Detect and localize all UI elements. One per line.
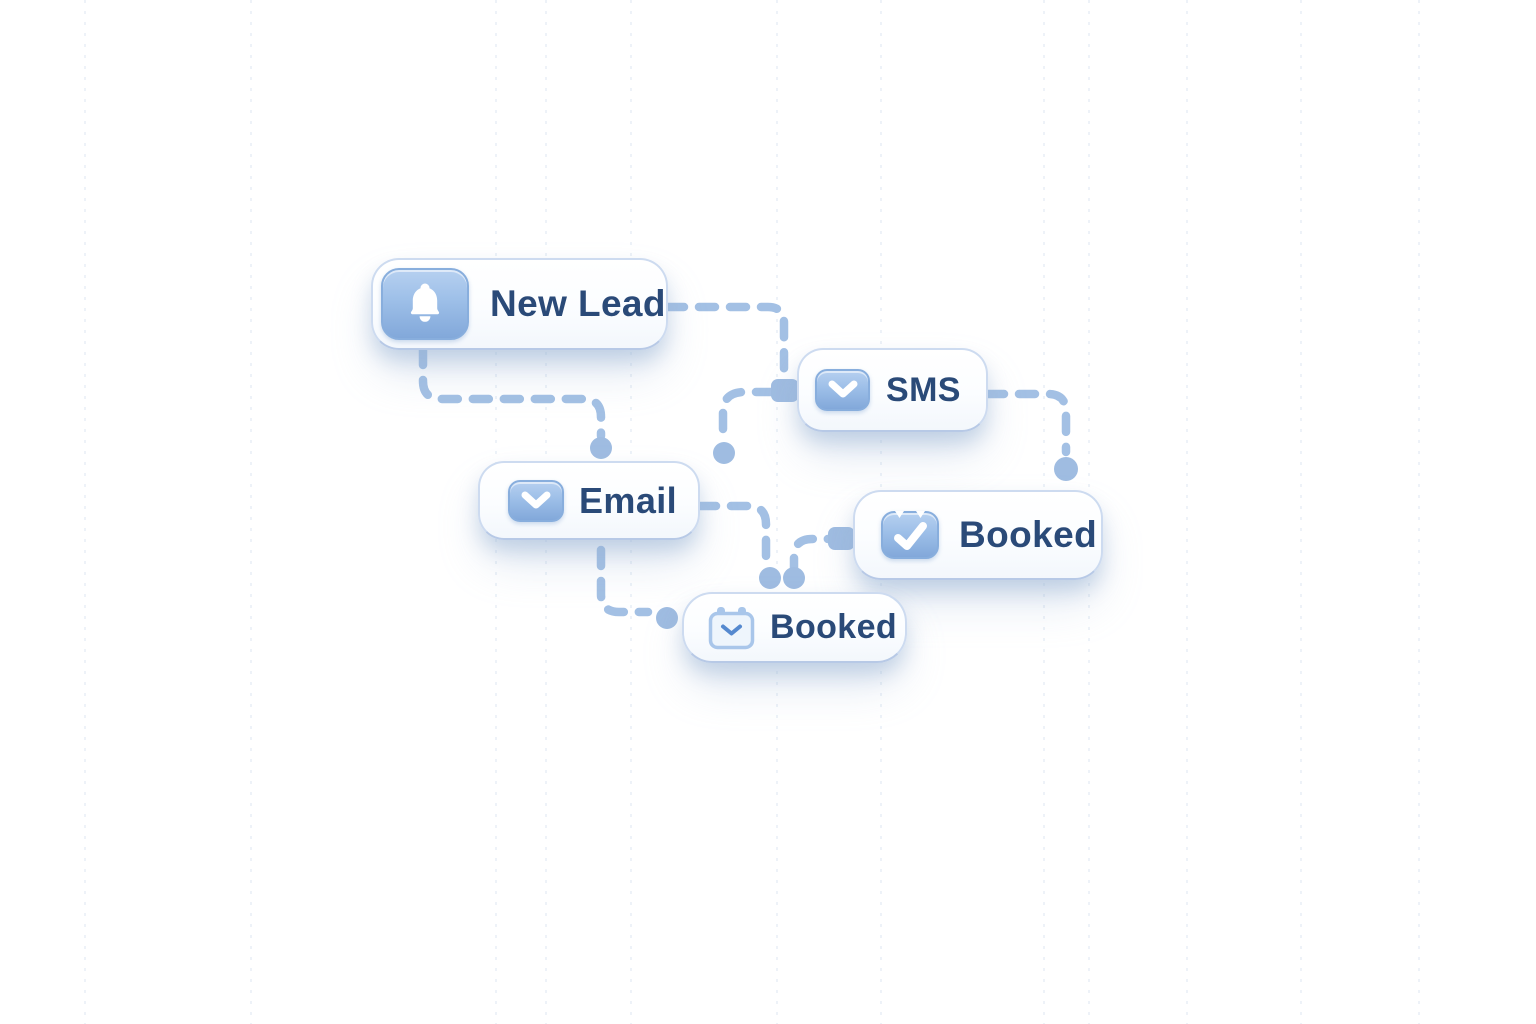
grid-line	[250, 0, 252, 1024]
connector-email-booked-right	[695, 501, 771, 565]
connector-booked-booked	[789, 534, 835, 579]
connector-endpoint-dot	[1054, 457, 1078, 481]
connector-endpoint-dot	[590, 437, 612, 459]
calendar-check-icon	[881, 511, 939, 559]
connector-sms-booked	[983, 389, 1071, 457]
grid-line	[1418, 0, 1420, 1024]
connector-newlead-sms	[663, 302, 789, 379]
grid-line	[1300, 0, 1302, 1024]
connector-endpoint-dot	[713, 442, 735, 464]
node-email[interactable]: Email	[478, 461, 700, 540]
envelope-icon	[508, 479, 564, 522]
connector-newlead-email	[418, 344, 606, 441]
grid-line	[776, 0, 778, 1024]
connector-endpoint-dot	[759, 567, 781, 589]
connector-port	[828, 527, 855, 550]
node-booked-check[interactable]: Booked	[853, 490, 1103, 580]
node-label: Booked	[959, 514, 1098, 555]
node-new-lead[interactable]: New Lead	[371, 258, 668, 350]
calendar-chevron-icon	[707, 605, 755, 651]
connector-endpoint-dot	[656, 607, 678, 629]
grid-line	[84, 0, 86, 1024]
bell-icon	[381, 268, 469, 340]
node-label: Booked	[770, 608, 898, 646]
connector-email-booked-bottom	[596, 545, 653, 617]
node-sms[interactable]: SMS	[797, 348, 988, 432]
connector-port	[771, 379, 799, 402]
grid-line	[1186, 0, 1188, 1024]
envelope-icon	[815, 369, 870, 411]
node-booked-calendar[interactable]: Booked	[682, 592, 907, 663]
connector-sms-email	[718, 387, 777, 443]
node-label: New Lead	[490, 283, 666, 324]
node-label: SMS	[886, 370, 961, 409]
connector-endpoint-dot	[783, 567, 805, 589]
node-label: Email	[579, 479, 678, 521]
